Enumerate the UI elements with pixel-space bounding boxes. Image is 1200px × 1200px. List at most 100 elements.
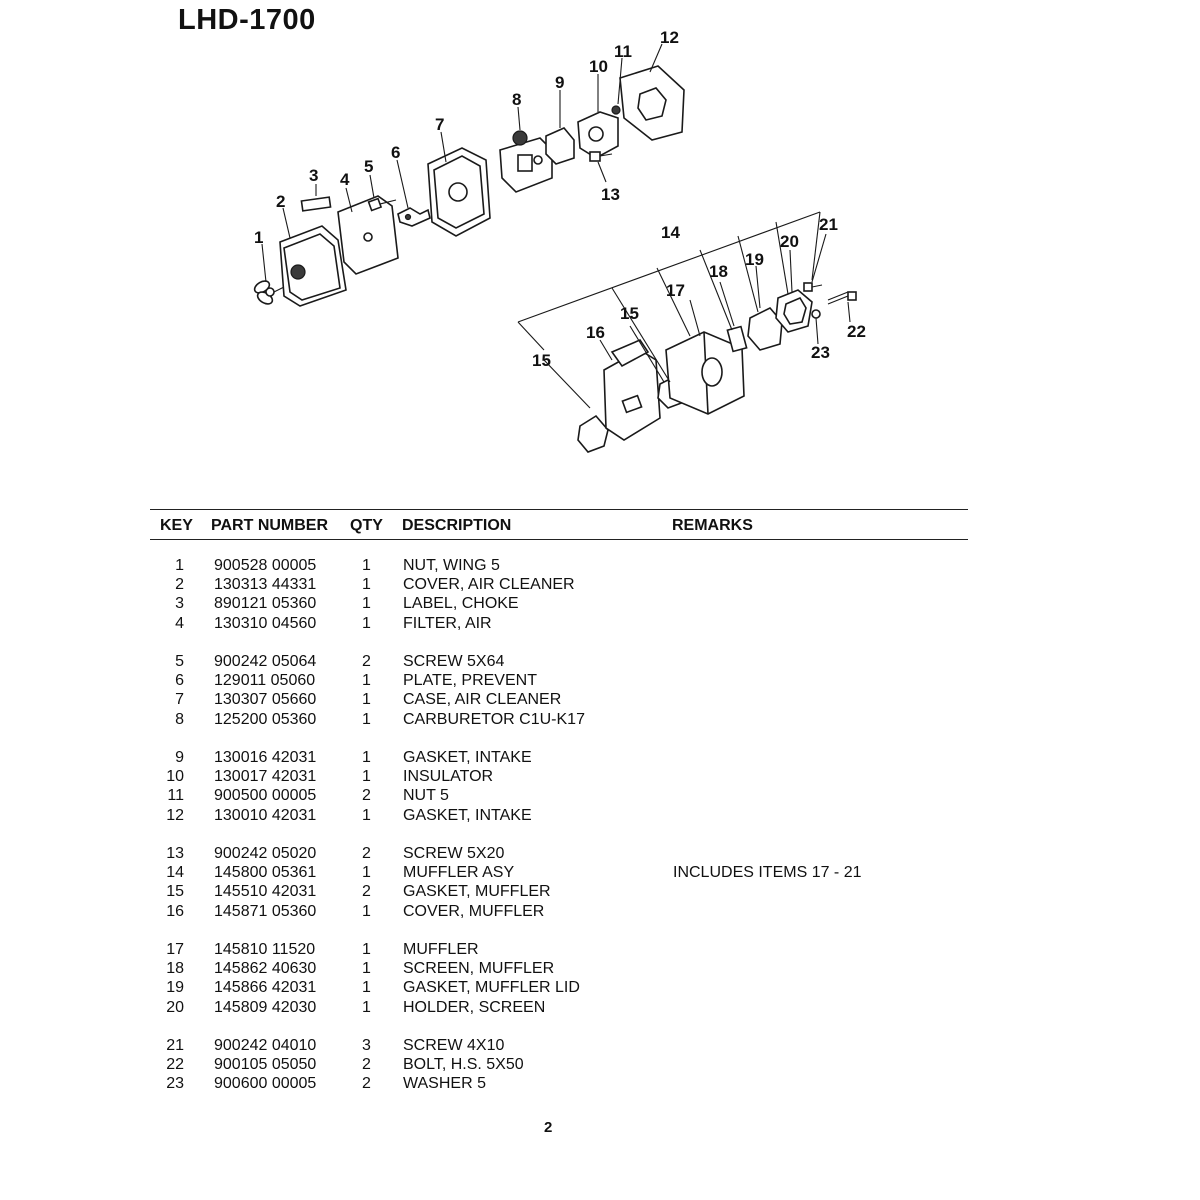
part-muffler-screen xyxy=(726,325,748,353)
callout-2: 2 xyxy=(276,192,285,211)
part-carburetor xyxy=(499,130,553,193)
row-description: GASKET, MUFFLER xyxy=(403,883,551,901)
row-part-number: 145862 40630 xyxy=(214,960,317,978)
row-part-number: 130010 42031 xyxy=(214,806,317,824)
part-air-cleaner-cover xyxy=(279,225,347,307)
callout-15-lower: 15 xyxy=(532,351,551,370)
row-part-number: 900105 05050 xyxy=(214,1056,317,1074)
row-part-number: 890121 05360 xyxy=(214,595,317,613)
callout-1: 1 xyxy=(254,228,263,247)
callout-22: 22 xyxy=(847,322,866,341)
row-key: 1 xyxy=(175,557,184,574)
row-qty: 1 xyxy=(362,864,371,882)
row-qty: 2 xyxy=(362,1075,371,1093)
row-description: SCREW 5X64 xyxy=(403,653,505,670)
row-part-number: 130310 04560 xyxy=(214,614,317,632)
row-qty: 1 xyxy=(362,672,371,690)
row-description: INSULATOR xyxy=(403,768,494,786)
part-washer-5 xyxy=(811,309,821,319)
row-description: LABEL, CHOKE xyxy=(403,595,519,613)
row-description: NUT, WING 5 xyxy=(403,557,500,574)
row-qty: 1 xyxy=(362,614,371,632)
row-qty: 1 xyxy=(362,557,371,574)
row-key: 10 xyxy=(166,768,184,786)
row-part-number: 145810 11520 xyxy=(214,941,316,958)
row-key: 21 xyxy=(166,1037,184,1054)
row-qty: 1 xyxy=(362,960,371,978)
callout-8: 8 xyxy=(512,90,521,109)
table-header-rule xyxy=(150,539,968,540)
part-muffler-gasket-lower xyxy=(577,414,609,453)
row-part-number: 900600 00005 xyxy=(214,1075,317,1093)
row-part-number: 145800 05361 xyxy=(214,864,317,882)
part-muffler-cover xyxy=(603,339,661,441)
row-part-number: 900242 04010 xyxy=(214,1037,317,1054)
callout-12: 12 xyxy=(660,28,679,47)
part-air-filter xyxy=(337,195,399,275)
row-key: 9 xyxy=(175,749,184,766)
row-description: MUFFLER xyxy=(403,941,479,958)
part-choke-label xyxy=(300,196,332,212)
row-key: 15 xyxy=(166,883,184,901)
exploded-parts-diagram: 1 2 3 4 5 6 7 8 9 10 11 12 13 14 15 15 1… xyxy=(253,28,866,453)
part-screw-5x64 xyxy=(367,197,397,212)
row-key: 13 xyxy=(166,845,184,862)
row-key: 17 xyxy=(166,941,184,958)
row-key: 20 xyxy=(166,998,184,1016)
header-part-number: PART NUMBER xyxy=(211,517,329,534)
callout-4: 4 xyxy=(340,170,350,189)
part-screen-holder xyxy=(775,289,813,333)
callout-18: 18 xyxy=(709,262,728,281)
row-remarks: INCLUDES ITEMS 17 - 21 xyxy=(673,864,862,882)
row-part-number: 145866 42031 xyxy=(214,979,317,997)
row-description: PLATE, PREVENT xyxy=(403,672,537,690)
row-description: COVER, AIR CLEANER xyxy=(403,576,575,594)
part-nut-5 xyxy=(611,105,621,115)
row-qty: 1 xyxy=(362,902,371,920)
row-qty: 1 xyxy=(362,710,371,728)
callout-23: 23 xyxy=(811,343,830,362)
row-key: 11 xyxy=(167,787,184,805)
row-qty: 1 xyxy=(362,806,371,824)
callout-3: 3 xyxy=(309,166,318,185)
part-bolt-hs-5x50 xyxy=(827,291,857,305)
part-screw-4x10 xyxy=(803,282,823,292)
part-screw-5x20 xyxy=(589,151,613,162)
callout-19: 19 xyxy=(745,250,764,269)
row-key: 14 xyxy=(166,864,184,882)
row-key: 18 xyxy=(166,960,184,978)
callout-7: 7 xyxy=(435,115,444,134)
part-muffler-lid-gasket xyxy=(747,307,783,351)
row-part-number: 130307 05660 xyxy=(214,691,317,709)
part-air-cleaner-case xyxy=(427,147,491,237)
row-part-number: 129011 05060 xyxy=(214,672,316,690)
row-key: 8 xyxy=(175,710,184,728)
row-part-number: 145871 05360 xyxy=(214,902,317,920)
row-key: 2 xyxy=(175,576,184,594)
callout-9: 9 xyxy=(555,73,564,92)
row-key: 19 xyxy=(166,979,184,997)
row-description: CASE, AIR CLEANER xyxy=(403,691,562,709)
row-description: BOLT, H.S. 5X50 xyxy=(403,1056,524,1074)
part-wing-nut xyxy=(253,280,287,305)
row-qty: 2 xyxy=(362,787,371,805)
page-number: 2 xyxy=(544,1119,553,1136)
part-muffler xyxy=(665,331,745,415)
row-part-number: 145510 42031 xyxy=(214,883,317,901)
row-qty: 1 xyxy=(362,998,371,1016)
row-qty: 2 xyxy=(362,883,371,901)
row-description: MUFFLER ASY xyxy=(403,864,515,882)
header-qty: QTY xyxy=(350,517,383,534)
row-part-number: 125200 05360 xyxy=(214,710,317,728)
row-part-number: 145809 42030 xyxy=(214,998,317,1016)
row-key: 4 xyxy=(175,614,184,632)
row-description: FILTER, AIR xyxy=(403,614,492,632)
model-title: LHD-1700 xyxy=(178,4,316,36)
row-qty: 2 xyxy=(362,653,371,670)
row-description: CARBURETOR C1U-K17 xyxy=(403,710,585,728)
callout-21: 21 xyxy=(819,215,838,234)
row-part-number: 900242 05020 xyxy=(214,845,317,862)
header-key: KEY xyxy=(160,517,193,534)
callout-13: 13 xyxy=(601,185,620,204)
row-key: 16 xyxy=(166,902,184,920)
